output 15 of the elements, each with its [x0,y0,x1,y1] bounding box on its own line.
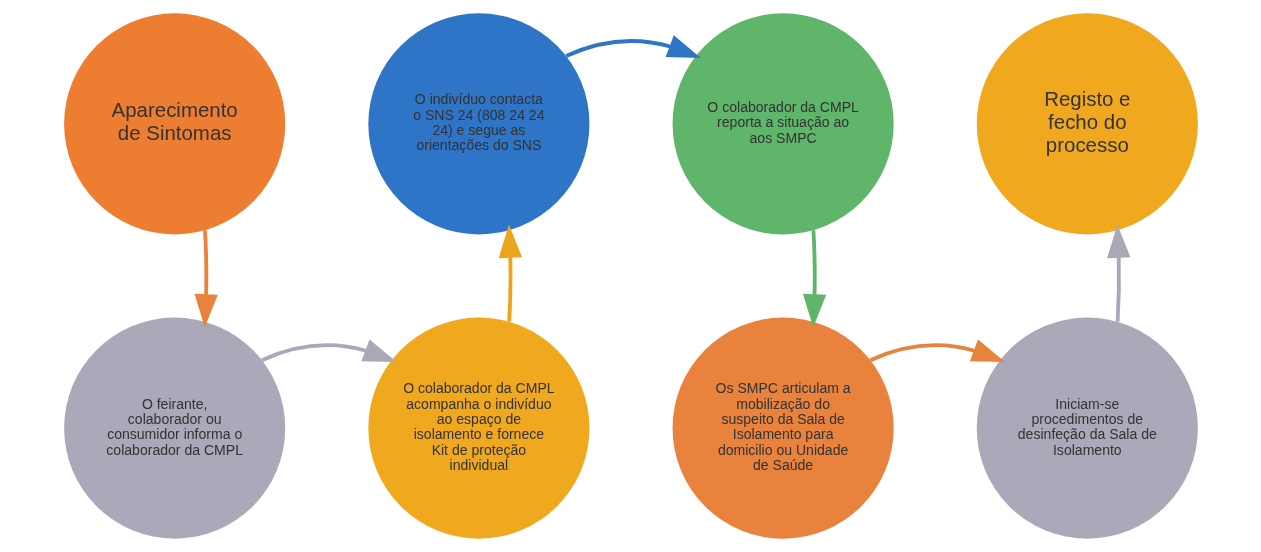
arrow [802,230,826,328]
node-circle: Iniciam-se procedimentos de desinfeção da Sala de Isolamento [976,317,1198,539]
node-circle: O indivíduo contacta o SNS 24 (808 24 24 24) e segue as orientações do SNS [367,13,589,235]
arrow [194,230,218,328]
arrow [260,339,397,363]
node-circle: O colaborador da CMPL acompanha o indivíduo ao espaço de isolamento e fornece Kit de proteção individual [367,317,589,539]
arrow [564,35,701,58]
arrow [498,224,522,322]
node-circle: Os SMPC articulam a mobilização do suspeito da Sala de Isolamento para domicilio ou Unidade de Saúde [672,317,894,539]
node-circle: Registo e fecho do processo [976,13,1198,235]
node-circle: Aparecimento de Sintomas [63,13,285,235]
arrow [1106,224,1130,322]
node-circle: O feirante, colaborador ou consumidor informa o colaborador da CMPL [63,317,285,539]
arrow [869,339,1005,363]
node-circle: O colaborador da CMPL reporta a situação ao aos SMPC [672,13,894,235]
